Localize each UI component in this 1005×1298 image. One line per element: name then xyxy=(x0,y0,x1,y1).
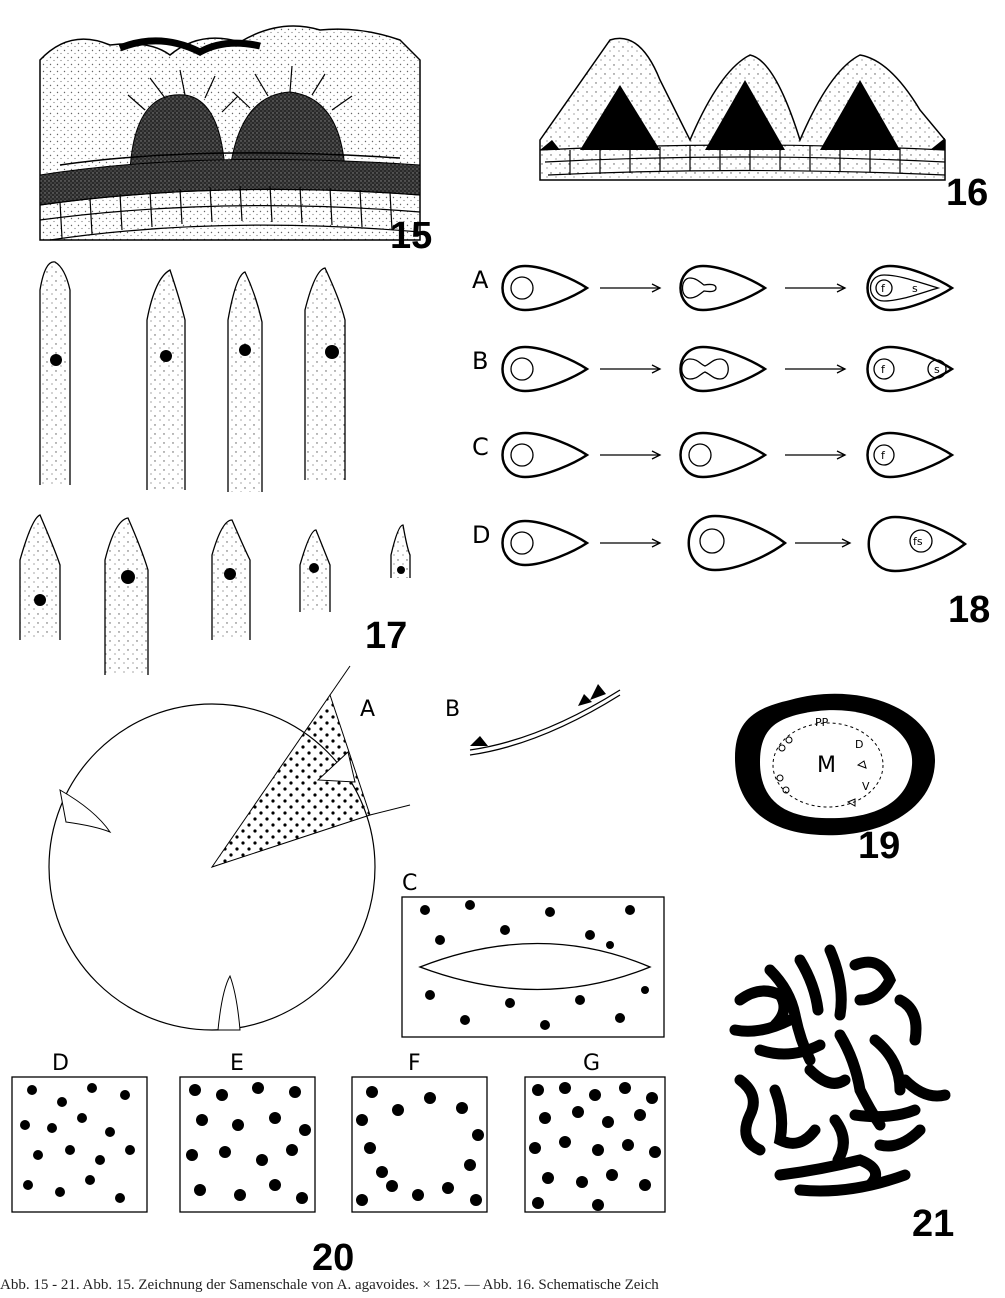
fig20-panel-a-label: A xyxy=(360,697,375,722)
fig19-center-m: M xyxy=(817,753,836,778)
figure-17-cells: 17 xyxy=(20,262,410,675)
figure-17-label: 17 xyxy=(365,615,407,657)
fig18-c-f: f xyxy=(881,449,886,462)
fig18-row-d-label: D xyxy=(472,521,490,549)
figure-16-label: 16 xyxy=(946,172,988,214)
fig19-d: D xyxy=(855,738,863,751)
fig19-v: V xyxy=(862,780,870,793)
fig18-a-f: f xyxy=(881,282,886,295)
fig18-d-fs: fs xyxy=(913,535,923,548)
figure-16-schematic: 16 xyxy=(540,38,988,214)
plate-caption: Abb. 15 - 21. Abb. 15. Zeichnung der Sam… xyxy=(0,1277,1005,1298)
fig20-panel-e-label: E xyxy=(230,1051,244,1076)
figure-19-cross-section: M PP D V 19 xyxy=(735,694,935,867)
figure-18-diagram: A f s B f s C f D f xyxy=(472,266,990,631)
fig20-panel-b-label: B xyxy=(445,697,460,722)
figure-19-label: 19 xyxy=(858,825,900,867)
fig18-row-b-label: B xyxy=(472,347,488,375)
fig18-arrows xyxy=(600,284,850,547)
figure-18-label: 18 xyxy=(948,589,990,631)
fig18-a-s: s xyxy=(912,282,918,295)
figure-20-pattern-panels: A B C D E F xyxy=(12,666,665,1277)
fig18-b-s: s xyxy=(934,363,940,376)
figure-15-label: 15 xyxy=(390,215,432,257)
figure-15-seed-coat: 15 xyxy=(40,26,432,257)
fig20-panel-c-label: C xyxy=(402,871,417,896)
fig18-b-f: f xyxy=(881,363,886,376)
fig18-row-c-label: C xyxy=(472,433,489,461)
figure-21-label: 21 xyxy=(912,1203,954,1245)
fig20-panel-g-label: G xyxy=(583,1051,600,1076)
fig20-panel-d-label: D xyxy=(52,1051,69,1076)
fig18-row-a-label: A xyxy=(472,266,489,294)
figure-21-chromosomes xyxy=(735,950,945,1191)
figure-20-label: 20 xyxy=(312,1237,354,1277)
fig19-pp: PP xyxy=(815,716,829,729)
fig20-panel-f-label: F xyxy=(408,1051,421,1076)
